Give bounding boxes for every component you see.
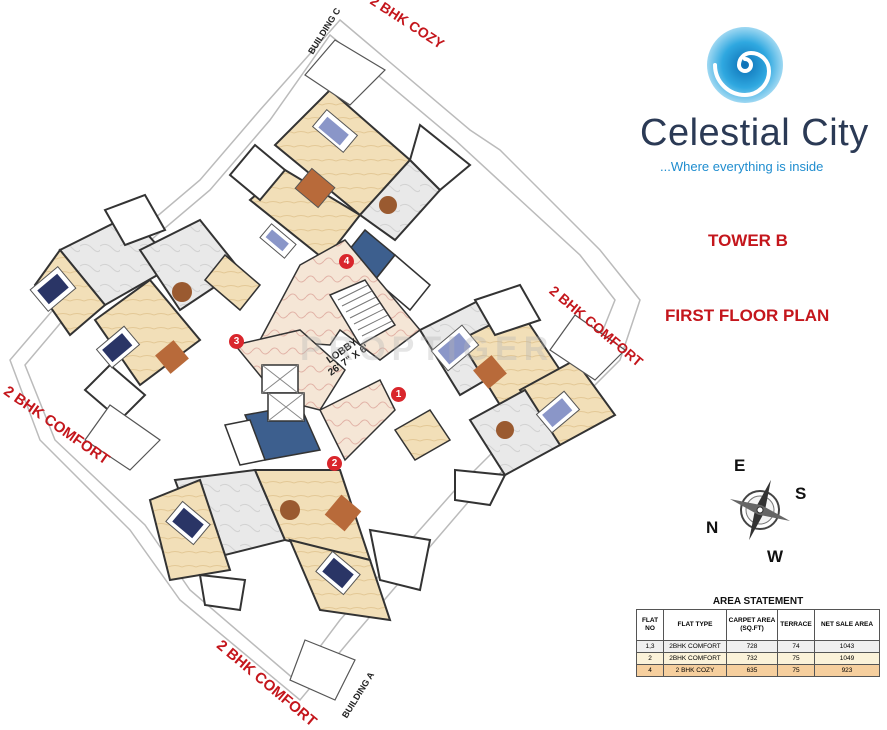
cell-carpet-area: 635 — [726, 664, 778, 677]
table-row: 2 2BHK COMFORT 732 75 1049 — [636, 652, 880, 665]
central-core — [233, 239, 422, 462]
cell-flat-type: 2 BHK COZY — [663, 664, 727, 677]
brand-name: Celestial City — [640, 112, 869, 154]
unit-bottom-comfort — [148, 404, 432, 622]
cell-flat-no: 2 — [636, 652, 664, 665]
header-terrace: TERRACE — [777, 609, 815, 641]
compass-east: E — [734, 456, 746, 475]
terraces — [84, 39, 626, 701]
header-flat-type: FLAT TYPE — [663, 609, 727, 641]
compass-north: N — [706, 518, 719, 537]
area-statement-table: FLAT NO FLAT TYPE CARPET AREA (SQ.FT) TE… — [636, 609, 880, 677]
cell-flat-no: 4 — [636, 664, 664, 677]
floor-plan-heading: FIRST FLOOR PLAN — [665, 306, 830, 325]
cell-net-sale-area: 1043 — [814, 640, 880, 653]
cell-flat-no: 1,3 — [636, 640, 664, 653]
unit-left-comfort — [29, 193, 262, 422]
flat-marker-1: 1 — [391, 387, 406, 402]
area-table-header: FLAT NO FLAT TYPE CARPET AREA (SQ.FT) TE… — [636, 609, 880, 641]
area-statement-title: AREA STATEMENT — [712, 596, 804, 607]
tower-heading: TOWER B — [708, 231, 788, 250]
header-flat-no: FLAT NO — [636, 609, 664, 641]
header-carpet-area: CARPET AREA (SQ.FT) — [726, 609, 778, 641]
cell-flat-type: 2BHK COMFORT — [663, 652, 727, 665]
cell-terrace: 75 — [777, 664, 815, 677]
unit-right-comfort — [393, 283, 617, 507]
compass-icon — [729, 479, 791, 541]
compass-south: S — [795, 484, 807, 503]
cell-terrace: 75 — [777, 652, 815, 665]
watermark: PROPTIGER — [300, 330, 555, 368]
cell-carpet-area: 732 — [726, 652, 778, 665]
cell-flat-type: 2BHK COMFORT — [663, 640, 727, 653]
celestial-city-logo-icon — [707, 27, 783, 103]
cell-terrace: 74 — [777, 640, 815, 653]
cell-net-sale-area: 1049 — [814, 652, 880, 665]
compass-west: W — [767, 547, 784, 566]
flat-marker-4: 4 — [339, 254, 354, 269]
brand-tagline: ...Where everything is inside — [660, 159, 824, 174]
unit-top-cozy — [228, 88, 472, 312]
flat-marker-2: 2 — [327, 456, 342, 471]
table-row: 1,3 2BHK COMFORT 728 74 1043 — [636, 640, 880, 653]
cell-net-sale-area: 923 — [814, 664, 880, 677]
table-row: 4 2 BHK COZY 635 75 923 — [636, 664, 880, 677]
flat-marker-3: 3 — [229, 334, 244, 349]
header-net-sale-area: NET SALE AREA — [814, 609, 880, 641]
cell-carpet-area: 728 — [726, 640, 778, 653]
